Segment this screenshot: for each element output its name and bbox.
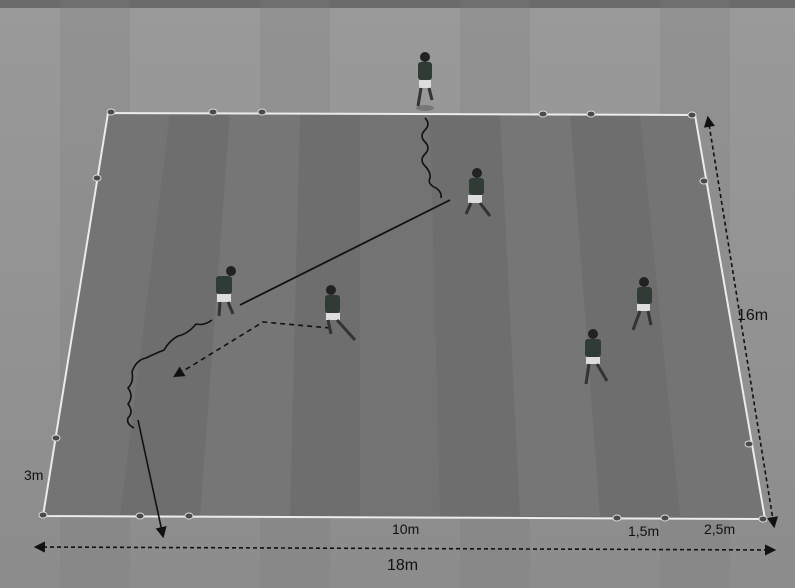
dimension-label-1-5m: 1,5m — [628, 523, 659, 539]
dimension-label-3m: 3m — [24, 467, 43, 483]
dimension-label-10m: 10m — [392, 521, 419, 537]
dimension-label-18m: 18m — [387, 557, 418, 575]
dimension-label-2-5m: 2,5m — [704, 521, 735, 537]
dimension-label-16m: 16m — [737, 307, 768, 325]
